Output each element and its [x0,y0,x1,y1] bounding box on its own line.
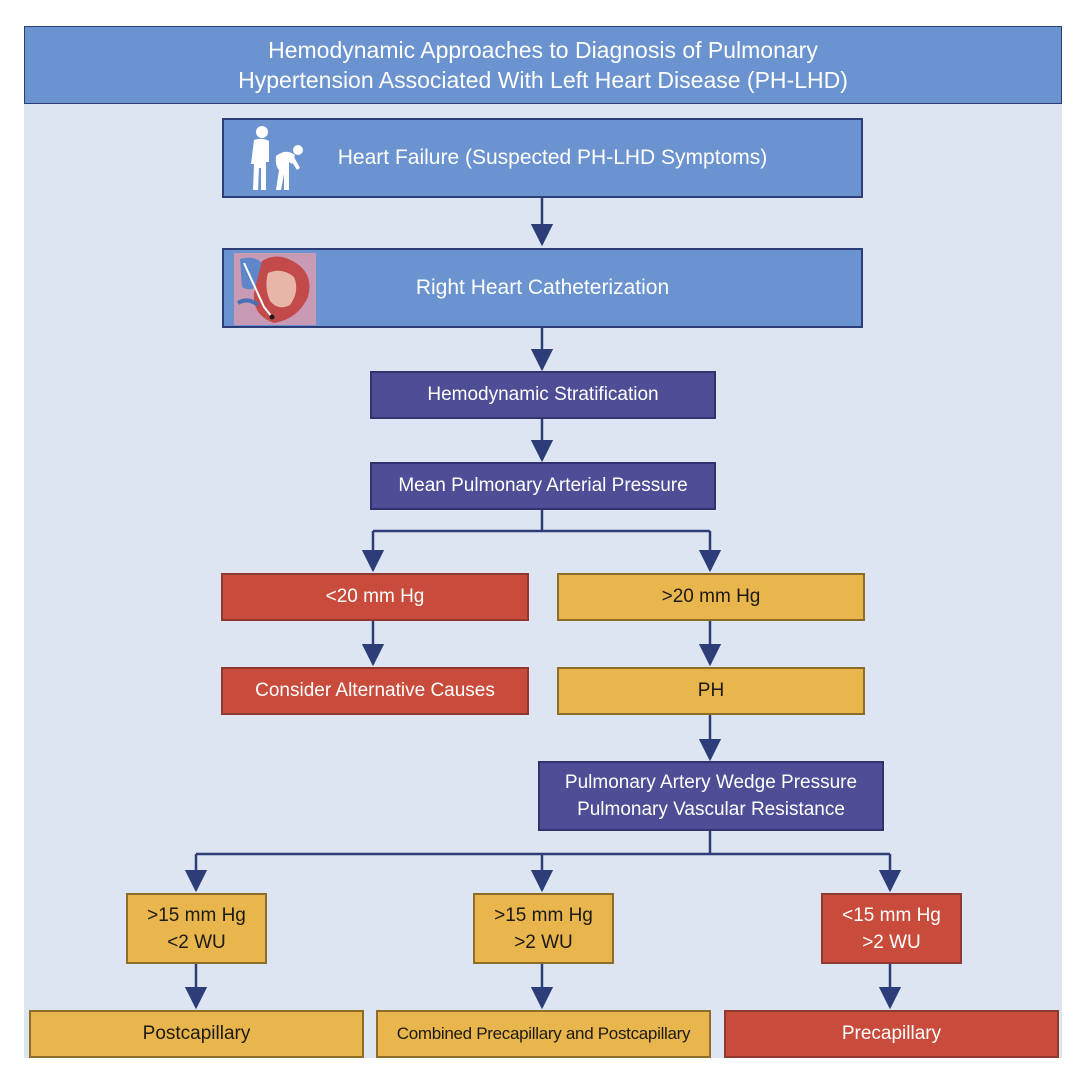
criteria-2-pvr: >2 WU [514,931,573,953]
pvr-label: Pulmonary Vascular Resistance [577,799,845,820]
postcapillary-label: Postcapillary [142,1023,251,1044]
combined-label: Combined Precapillary and Postcapillary [396,1024,691,1043]
ph-label: PH [697,680,725,701]
postcapillary-box: Postcapillary [29,1010,364,1058]
stratification-box: Hemodynamic Stratification [370,371,716,419]
alt-causes-box: Consider Alternative Causes [221,667,529,715]
criteria-3-pvr: >2 WU [862,931,921,953]
pawp-label: Pulmonary Artery Wedge Pressure [564,772,858,793]
lt20-label: <20 mm Hg [325,586,425,607]
criteria-box-2: >15 mm Hg >2 WU [473,893,614,964]
branch-mpap [373,510,710,533]
diagram-title: Hemodynamic Approaches to Diagnosis of P… [24,26,1062,104]
heart-catheter-illustration-icon [234,253,316,325]
branch-pawp [196,831,890,856]
criteria-1-pawp: >15 mm Hg [147,904,246,926]
gt20-box: >20 mm Hg [557,573,865,621]
precapillary-box: Precapillary [724,1010,1059,1058]
criteria-3-pawp: <15 mm Hg [842,904,941,926]
alt-causes-label: Consider Alternative Causes [255,680,495,701]
lt20-box: <20 mm Hg [221,573,529,621]
mpap-box: Mean Pulmonary Arterial Pressure [370,462,716,510]
patients-figures-icon [251,126,303,190]
pawp-pvr-box: Pulmonary Artery Wedge Pressure Pulmonar… [538,761,884,831]
criteria-box-1: >15 mm Hg <2 WU [126,893,267,964]
rhc-label: Right Heart Catheterization [415,276,670,299]
mpap-label: Mean Pulmonary Arterial Pressure [398,475,688,496]
gt20-label: >20 mm Hg [661,586,761,607]
heart-failure-label: Heart Failure (Suspected PH-LHD Symptoms… [337,146,768,169]
criteria-box-3: <15 mm Hg >2 WU [821,893,962,964]
rhc-box: Right Heart Catheterization [222,248,863,328]
criteria-1-pvr: <2 WU [167,931,226,953]
criteria-2-pawp: >15 mm Hg [494,904,593,926]
ph-box: PH [557,667,865,715]
title-line-1: Hemodynamic Approaches to Diagnosis of P… [268,37,818,63]
heart-failure-box: Heart Failure (Suspected PH-LHD Symptoms… [222,118,863,198]
stratification-label: Hemodynamic Stratification [427,384,659,405]
precapillary-label: Precapillary [841,1023,942,1044]
title-line-2: Hypertension Associated With Left Heart … [238,67,848,93]
combined-box: Combined Precapillary and Postcapillary [376,1010,711,1058]
